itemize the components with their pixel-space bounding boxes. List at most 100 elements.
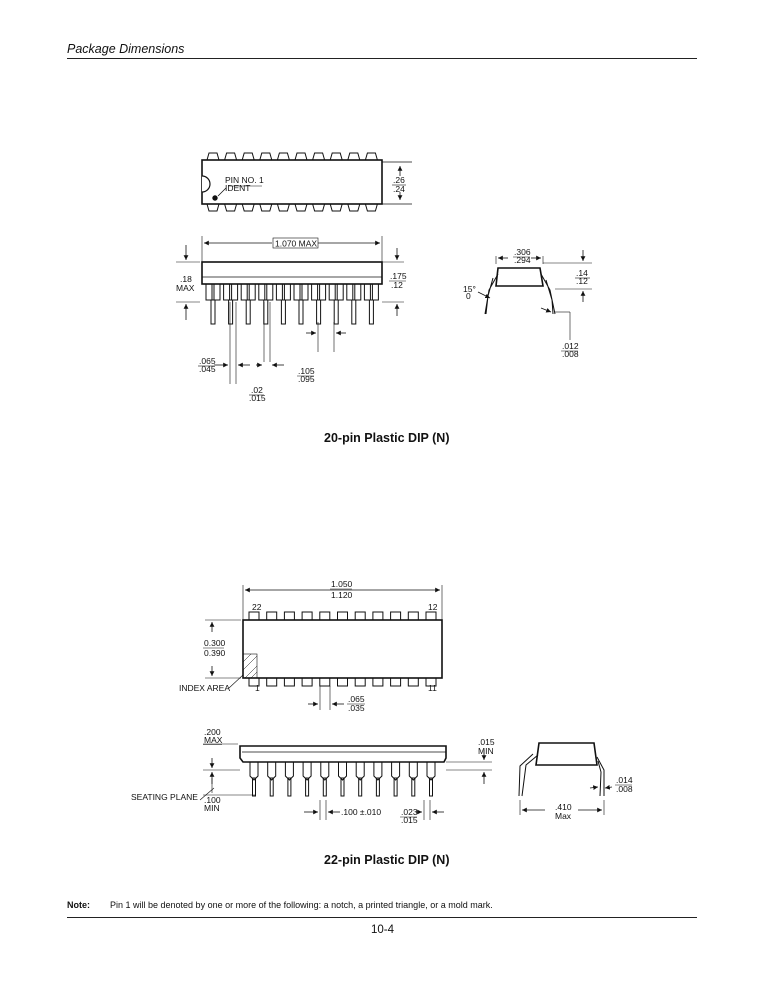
dip22-lead-pin xyxy=(322,777,327,797)
dip20-lead-top xyxy=(329,152,343,161)
dip22-pin1-label: 1 xyxy=(255,683,260,693)
dip22-lead-shoulder xyxy=(249,762,259,781)
dip20-lead-shoulder xyxy=(363,284,379,301)
dip20-lead-bottom xyxy=(294,203,308,212)
dip20-length-dimension xyxy=(201,236,383,262)
dip22-lead-bottom xyxy=(337,677,348,687)
dip22-shoulder-top: .065 xyxy=(348,694,365,704)
dip22-thickness-top: .014 xyxy=(616,775,633,785)
dip20-lead-top xyxy=(206,152,220,161)
dip20-top-view xyxy=(201,152,412,212)
dip22-lead-length-top: .100 xyxy=(204,795,221,805)
dip20-body-top: .175 xyxy=(390,271,407,281)
dip20-lead-pin xyxy=(298,299,304,325)
dip20-side-view xyxy=(176,245,404,384)
dip20-lead-top xyxy=(364,152,378,161)
dip22-lead-top xyxy=(354,611,366,621)
dip20-width-bottom: .24 xyxy=(393,184,405,194)
dip20-end-view xyxy=(477,250,592,340)
dip22-lead-pin xyxy=(411,777,416,797)
dip20-lead-bottom xyxy=(259,203,273,212)
dip22-lead-pin xyxy=(429,777,433,797)
dip22-lead-bottom xyxy=(319,677,331,687)
dip20-lead-top xyxy=(294,152,308,161)
dip22-lead-bottom xyxy=(425,677,437,687)
dip22-pin12-label: 12 xyxy=(428,602,438,612)
dip20-lead-bottom xyxy=(347,203,361,212)
dip22-lead-pin xyxy=(358,777,363,797)
dip20-lead-pin xyxy=(316,299,322,325)
dip22-lead-length-bottom: MIN xyxy=(204,803,220,813)
dip22-span-top: .410 xyxy=(555,802,572,812)
dip20-lead-bottom xyxy=(364,203,378,212)
dip20-lead-pin xyxy=(280,299,286,325)
dip22-length-dimension xyxy=(242,585,443,620)
dip20-lead-shoulder xyxy=(275,284,291,301)
dip22-lead-width-top: .023 xyxy=(401,807,418,817)
dip22-lead-top xyxy=(425,611,437,621)
dip20-lead-bottom xyxy=(329,203,343,212)
dip22-lead-pin xyxy=(375,777,380,797)
dip20-pitch-bottom: .095 xyxy=(298,374,315,384)
dip20-lead-pin xyxy=(368,299,374,325)
dip20-lead-pin xyxy=(263,299,269,325)
dip20-lead-top xyxy=(259,152,273,161)
dip22-shoulder-bottom: .035 xyxy=(348,703,365,713)
dip22-lead-bottom xyxy=(354,677,366,687)
dip22-lead-top xyxy=(301,611,313,621)
dip20-shoulder-top: .065 xyxy=(199,356,216,366)
dip22-lead-bottom xyxy=(301,677,313,687)
dip22-width-top: 0.300 xyxy=(204,638,226,648)
dip20-standoff-bottom: .12 xyxy=(576,276,588,286)
dip20-shoulder-bottom: .045 xyxy=(199,364,216,374)
dip20-lead-shoulder xyxy=(223,284,239,301)
dip22-side-view xyxy=(199,743,492,820)
page-header-title: Package Dimensions xyxy=(67,42,185,56)
dip20-span-bottom: .294 xyxy=(514,255,531,265)
dip22-pin11-label: 11 xyxy=(428,683,437,693)
dip22-lead-top xyxy=(337,611,348,621)
dip20-lead-top xyxy=(224,152,238,161)
dip20-lead-shoulder xyxy=(293,284,309,301)
dip20-lead-top xyxy=(347,152,361,161)
dip22-lead-pin xyxy=(252,777,256,797)
dip20-pitch-top: .105 xyxy=(298,366,315,376)
dip22-height-bottom: MAX xyxy=(204,735,223,745)
dip22-lead-shoulder xyxy=(408,762,418,781)
dip20-lead-shoulder xyxy=(205,284,221,301)
note-text: Pin 1 will be denoted by one or more of … xyxy=(110,900,493,910)
dip20-lead-pin xyxy=(351,299,357,325)
dip22-lead-top xyxy=(372,611,384,621)
dip22-lead-top xyxy=(266,611,278,621)
dip20-lead-top xyxy=(312,152,326,161)
dip20-lead-bottom xyxy=(276,203,290,212)
dip22-caption: 22-pin Plastic DIP (N) xyxy=(324,853,450,867)
dip22-span-bottom: Max xyxy=(555,811,572,821)
dip20-height-top: .18 xyxy=(180,274,192,284)
dip20-lead-bottom xyxy=(312,203,326,212)
dip22-lead-top xyxy=(248,611,260,621)
dip22-lead-shoulder xyxy=(426,762,436,781)
dip22-pitch-label: .100 ±.010 xyxy=(341,807,381,817)
dip22-lead-width-bottom: .015 xyxy=(401,815,418,825)
dip22-end-view xyxy=(518,742,613,815)
dip22-lead-shoulder xyxy=(355,762,365,781)
dip22-lead-top xyxy=(407,611,419,621)
dip20-lead-pin xyxy=(228,299,234,325)
dip22-lead-top xyxy=(319,611,331,621)
dip22-seating-plane-label: SEATING PLANE xyxy=(131,792,198,802)
dip22-lead-shoulder xyxy=(284,762,294,781)
dip22-width-bottom: 0.390 xyxy=(204,648,226,658)
dip22-thickness-bottom: .008 xyxy=(616,784,633,794)
dip20-lead-shoulder xyxy=(328,284,344,301)
dip20-lead-top xyxy=(241,152,255,161)
dip22-pin22-label: 22 xyxy=(252,602,262,612)
dip22-lead-shoulder xyxy=(338,762,347,781)
header-rule xyxy=(67,58,697,59)
dip20-lead-bottom xyxy=(241,203,255,212)
note-label: Note: xyxy=(67,900,90,910)
dip20-lead-shoulder xyxy=(346,284,362,301)
dip22-index-area-label: INDEX AREA xyxy=(179,683,230,693)
dip22-lead-bottom xyxy=(283,677,295,687)
